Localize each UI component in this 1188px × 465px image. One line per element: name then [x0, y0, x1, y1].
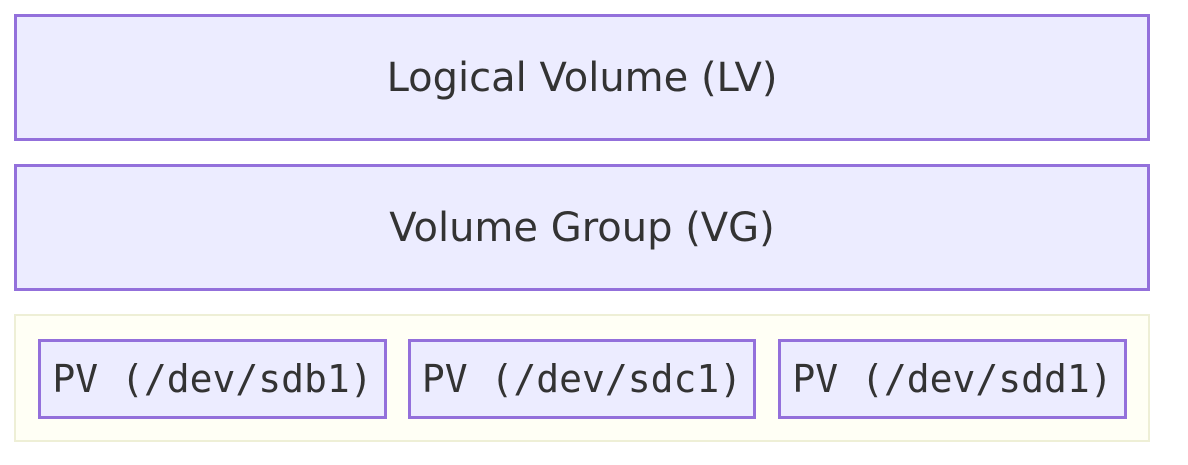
volume-group-block: Volume Group (VG)	[14, 164, 1150, 291]
volume-group-label: Volume Group (VG)	[389, 204, 775, 251]
physical-volume-sdd1: PV (/dev/sdd1)	[778, 339, 1127, 419]
physical-volume-label: PV (/dev/sdd1)	[792, 357, 1113, 401]
logical-volume-label: Logical Volume (LV)	[386, 54, 778, 101]
physical-volume-pool: PV (/dev/sdb1) PV (/dev/sdc1) PV (/dev/s…	[14, 314, 1150, 442]
physical-volume-label: PV (/dev/sdb1)	[52, 357, 373, 401]
physical-volume-sdc1: PV (/dev/sdc1)	[408, 339, 756, 419]
physical-volume-sdb1: PV (/dev/sdb1)	[38, 339, 387, 419]
logical-volume-block: Logical Volume (LV)	[14, 14, 1150, 141]
physical-volume-label: PV (/dev/sdc1)	[421, 357, 743, 401]
